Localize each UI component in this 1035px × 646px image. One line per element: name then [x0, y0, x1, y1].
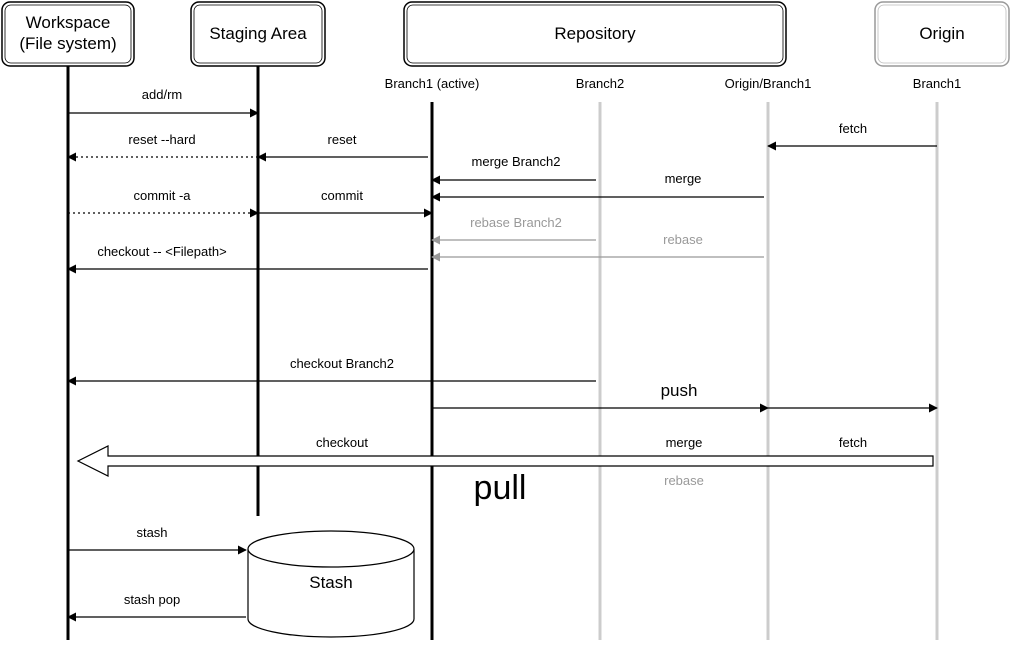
merge-label-bottom: merge [666, 435, 703, 450]
workspace-title: Workspace [26, 13, 111, 32]
origin-title: Origin [919, 24, 964, 43]
rebase-label-bottom: rebase [664, 473, 704, 488]
workspace-box: Workspace (File system) [1, 1, 135, 67]
merge-branch2-label: merge Branch2 [472, 154, 561, 169]
reset-label: reset [328, 132, 357, 147]
fetch-label-top: fetch [839, 121, 867, 136]
origin-box: Origin [874, 1, 1010, 67]
column-label-branch2: Branch2 [576, 76, 624, 91]
staging-area-title: Staging Area [209, 24, 307, 43]
add-rm-label: add/rm [142, 87, 182, 102]
merge-label-top: merge [665, 171, 702, 186]
rebase-label-top: rebase [663, 232, 703, 247]
column-label-origin-branch1: Origin/Branch1 [725, 76, 812, 91]
rebase-branch2-label: rebase Branch2 [470, 215, 562, 230]
commit-a-label: commit -a [133, 188, 191, 203]
column-label-branch1: Branch1 [913, 76, 961, 91]
workspace-subtitle: (File system) [19, 34, 116, 53]
pull-label: pull [474, 469, 527, 507]
pull-big-arrow [76, 445, 934, 477]
checkout-branch2-label: checkout Branch2 [290, 356, 394, 371]
reset-hard-label: reset --hard [128, 132, 195, 147]
repository-title: Repository [554, 24, 636, 43]
checkout-filepath-label: checkout -- <Filepath> [97, 244, 226, 259]
stash-arrow-label: stash [136, 525, 167, 540]
repository-box: Repository [403, 1, 787, 67]
push-label: push [661, 381, 698, 400]
staging-area-box: Staging Area [190, 1, 326, 67]
commit-label: commit [321, 188, 363, 203]
column-label-branch1-active: Branch1 (active) [385, 76, 480, 91]
checkout-label-bottom: checkout [316, 435, 368, 450]
fetch-label-bottom: fetch [839, 435, 867, 450]
stash-label: Stash [309, 573, 352, 592]
stash-cylinder: Stash [247, 530, 415, 638]
stash-pop-label: stash pop [124, 592, 180, 607]
